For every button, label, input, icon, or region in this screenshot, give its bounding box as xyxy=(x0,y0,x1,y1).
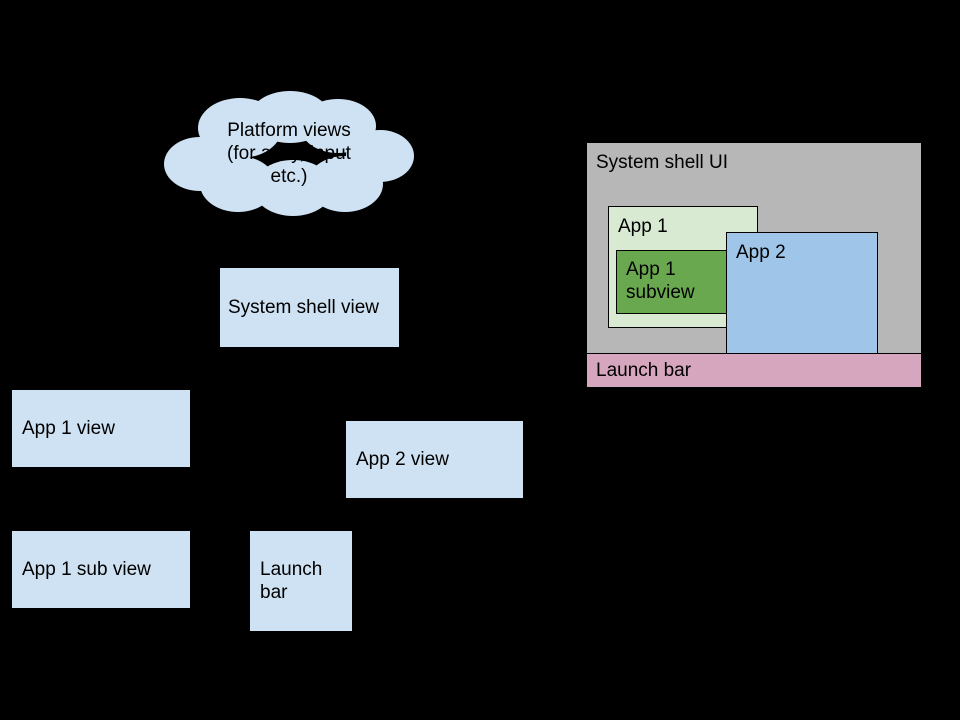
shell-launch-bar: Launch bar xyxy=(586,353,922,388)
node-label-line: Launch xyxy=(260,559,323,580)
cloud-label: Platform views (for a11y, input etc.) xyxy=(160,84,418,222)
node-label: App 1 view xyxy=(22,418,115,439)
shell-app2-label: App 2 xyxy=(736,242,786,263)
node-label: App 1 sub view xyxy=(22,559,151,580)
shell-app1-label: App 1 xyxy=(618,216,668,237)
system-shell-ui-panel: System shell UI App 1 App 1 subview App … xyxy=(586,142,922,388)
node-label: App 2 view xyxy=(356,449,449,470)
platform-views-cloud: Platform views (for a11y, input etc.) xyxy=(160,84,418,222)
node-label: System shell view xyxy=(228,297,379,318)
system-shell-ui-title: System shell UI xyxy=(596,152,728,173)
cloud-label-line: Platform views xyxy=(227,119,351,141)
node-label: Launch bar xyxy=(260,558,322,604)
shell-app2-window: App 2 xyxy=(726,232,878,354)
shell-launch-bar-label: Launch bar xyxy=(596,359,692,381)
shell-app1-subview-window: App 1 subview xyxy=(616,250,740,314)
node-app2-view: App 2 view xyxy=(346,421,523,498)
node-launch-bar: Launch bar xyxy=(250,531,352,631)
node-label-line: bar xyxy=(260,582,288,603)
cloud-label-line: etc.) xyxy=(270,165,308,187)
node-system-shell-view: System shell view xyxy=(220,268,399,347)
cloud-label-line: (for a11y, input xyxy=(227,142,351,164)
node-app1-view: App 1 view xyxy=(12,390,190,467)
shell-app1-subview-label: App 1 subview xyxy=(626,259,695,303)
node-app1-sub-view: App 1 sub view xyxy=(12,531,190,608)
cloud-shape xyxy=(163,90,415,217)
